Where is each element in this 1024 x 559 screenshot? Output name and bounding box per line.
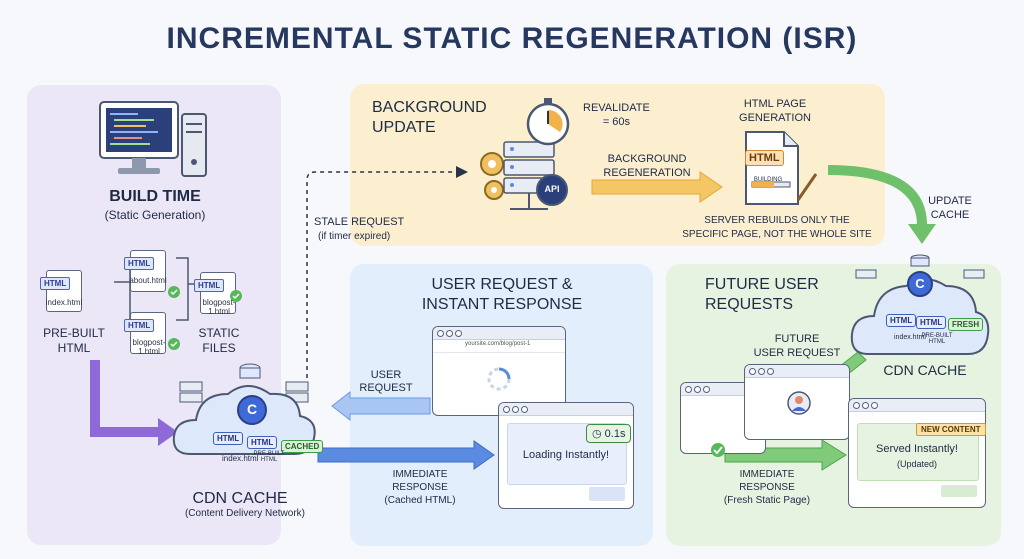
- build-time-subheading: (Static Generation): [104, 208, 206, 222]
- cdn-html-tag: HTML: [916, 316, 947, 329]
- browser-window-user: [744, 364, 850, 440]
- cached-tag: CACHED: [281, 440, 324, 453]
- cdn-cache-sublabel: (Content Delivery Network): [184, 508, 306, 519]
- url-bar[interactable]: yoursite.com/blog/post-1: [465, 341, 531, 347]
- file-index-html: HTML: [40, 270, 82, 312]
- file-name: index.html: [45, 298, 83, 307]
- cdn-html-tag: HTML: [886, 314, 917, 327]
- server-stopwatch-icon: [480, 98, 570, 210]
- monitor-icon: [99, 101, 207, 177]
- user-request-heading: USER REQUEST & INSTANT RESPONSE: [421, 276, 583, 313]
- future-response-arrow: [724, 439, 847, 471]
- revalidate-label: REVALIDATE = 60s: [583, 102, 650, 128]
- document-icon: [745, 131, 818, 205]
- future-user-request-label: FUTURE USER REQUEST: [753, 333, 841, 359]
- file-name: blogpost-1.html: [202, 298, 236, 316]
- background-regeneration-arrow: [591, 171, 723, 203]
- cdn-cloud-icon: [172, 363, 316, 455]
- background-update-heading: BACKGROUND UPDATE: [372, 99, 487, 136]
- check-icon: [168, 286, 242, 350]
- cdn-file-name: index.html: [222, 454, 259, 463]
- new-content-badge: NEW CONTENT: [916, 423, 986, 436]
- html-page-generation-label: HTML PAGE GENERATION: [739, 98, 811, 124]
- cdn-html-tag: HTML: [213, 432, 244, 445]
- purple-arrow: [90, 360, 160, 437]
- stale-request-arrow: [306, 166, 468, 378]
- update-cache-arrow: [827, 165, 927, 226]
- build-time-heading: BUILD TIME: [109, 188, 201, 205]
- cdn-badge: C: [246, 401, 258, 417]
- file-blogpost-html-2: HTML: [194, 272, 236, 314]
- html-tag: HTML: [40, 277, 71, 290]
- html-tag: HTML: [194, 279, 225, 292]
- static-files-label: STATIC FILES: [198, 326, 240, 355]
- building-status: BUILDING: [753, 177, 783, 183]
- immediate-response-arrow: [317, 440, 495, 470]
- api-label: API: [544, 184, 560, 194]
- file-name: blogpost-1.html: [132, 338, 166, 356]
- timer-value: 0.1s: [604, 428, 626, 440]
- stale-request-label: STALE REQUEST: [314, 216, 405, 228]
- served-instantly-text: Served Instantly!: [876, 443, 958, 455]
- cdn-html-tag: HTML: [247, 436, 278, 449]
- immediate-response-label: IMMEDIATE RESPONSE (Cached HTML): [384, 469, 456, 506]
- fresh-tag: FRESH: [948, 318, 984, 331]
- html-tag: HTML: [124, 319, 155, 332]
- browser-window-loading: yoursite.com/blog/post-1: [432, 326, 566, 416]
- loading-spinner-icon: [487, 367, 511, 391]
- pre-built-html-label: PRE-BUILT HTML: [43, 326, 105, 355]
- response-timer: ◷ 0.1s: [586, 424, 632, 443]
- stale-request-sublabel: (if timer expired): [318, 231, 391, 242]
- user-avatar-icon: [787, 391, 811, 415]
- cdn-file-name: index.html: [894, 334, 926, 341]
- rebuild-note: SERVER REBUILDS ONLY THE SPECIFIC PAGE, …: [682, 215, 872, 240]
- user-request-arrow: [331, 390, 431, 422]
- future-requests-heading: FUTURE USER REQUESTS: [705, 276, 819, 313]
- timer-icon: ◷: [592, 428, 605, 440]
- cdn-cache-label-future: CDN CACHE: [883, 362, 967, 378]
- file-about-html: HTML: [124, 250, 166, 292]
- cdn-file-name: PRE-BUILT HTML: [921, 333, 953, 345]
- file-blogpost-html: HTML: [124, 312, 166, 354]
- user-request-label: USER REQUEST: [359, 369, 413, 394]
- cdn-badge-future: C: [915, 276, 925, 291]
- cdn-cache-label: CDN CACHE: [192, 490, 288, 507]
- purple-arrowhead: [158, 418, 178, 446]
- check-icon: [711, 443, 725, 457]
- served-updated-text: (Updated): [896, 459, 938, 469]
- browser-window-response: Loading Instantly!: [498, 402, 634, 509]
- html-doc-tag: HTML: [745, 150, 784, 166]
- html-tag: HTML: [124, 257, 155, 270]
- cdn-file-name: PRE-BUILT HTML: [253, 451, 285, 463]
- loading-instantly-text: Loading Instantly!: [522, 449, 610, 461]
- future-response-label: IMMEDIATE RESPONSE (Fresh Static Page): [723, 469, 811, 506]
- update-cache-arrowhead: [908, 224, 936, 244]
- background-regeneration-label: BACKGROUND REGENERATION: [603, 153, 691, 179]
- browser-window-fresh: Served Instantly! (Updated): [848, 398, 986, 508]
- file-name: about.html: [129, 276, 167, 285]
- update-cache-label: UPDATE CACHE: [928, 195, 972, 221]
- page-title: INCREMENTAL STATIC REGENERATION (ISR): [166, 22, 858, 55]
